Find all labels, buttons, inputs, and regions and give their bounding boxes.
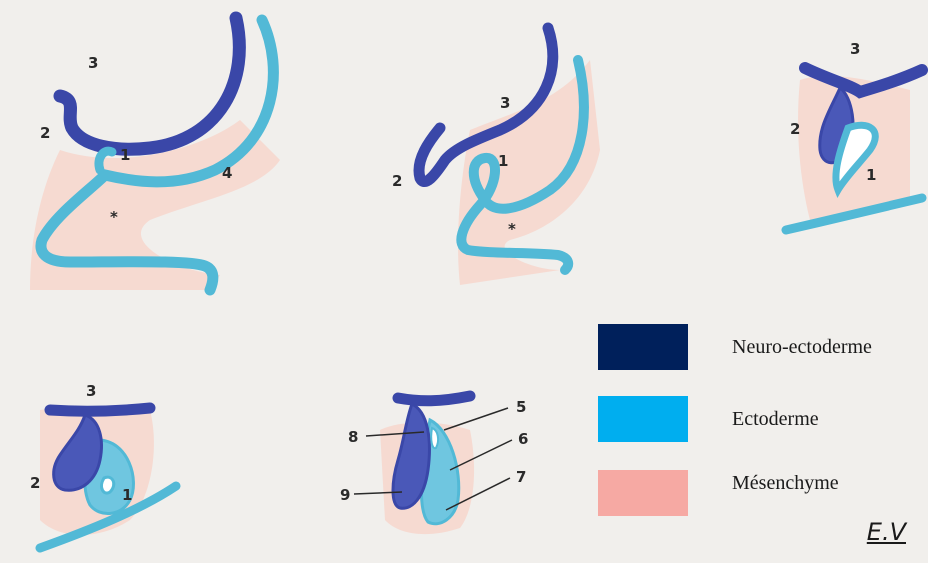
diagram-4-label-3: 3 bbox=[86, 382, 96, 400]
diagram-3: 3 2 1 bbox=[786, 40, 922, 230]
diagram-4-label-1: 1 bbox=[122, 486, 132, 504]
diagram-1-label-2: 2 bbox=[40, 124, 50, 142]
diagram-5-label-8: 8 bbox=[348, 428, 358, 446]
diagram-3-label-2: 2 bbox=[790, 120, 800, 138]
legend-label-mesenchyme: Mésenchyme bbox=[732, 472, 839, 495]
author-signature: E.V bbox=[867, 518, 906, 546]
diagram-5-leader-5 bbox=[444, 408, 508, 430]
diagram-2-label-star: * bbox=[508, 220, 516, 238]
diagram-1-label-4: 4 bbox=[222, 164, 232, 182]
diagram-4-label-2: 2 bbox=[30, 474, 40, 492]
diagram-2-label-3: 3 bbox=[500, 94, 510, 112]
diagram-5-stalk bbox=[398, 396, 470, 401]
diagram-2: 3 2 1 * bbox=[392, 28, 600, 285]
diagram-4-stalk bbox=[50, 408, 150, 411]
legend-swatch-mesenchyme bbox=[598, 470, 688, 516]
diagram-4-cleft bbox=[102, 477, 114, 493]
diagram-1-label-star: * bbox=[110, 208, 118, 226]
diagram-5: 5 8 6 7 9 bbox=[340, 396, 528, 534]
diagram-1-label-3: 3 bbox=[88, 54, 98, 72]
legend-label-ectoderme: Ectoderme bbox=[732, 408, 819, 431]
diagram-5-label-5: 5 bbox=[516, 398, 526, 416]
diagram-3-label-1: 1 bbox=[866, 166, 876, 184]
diagram-1-label-1: 1 bbox=[120, 146, 130, 164]
legend-label-neuro-ectoderme: Neuro-ectoderme bbox=[732, 336, 872, 359]
diagram-5-label-6: 6 bbox=[518, 430, 528, 448]
diagram-5-cleft bbox=[431, 428, 438, 448]
diagram-5-label-7: 7 bbox=[516, 468, 526, 486]
diagram-4: 3 2 1 bbox=[30, 382, 176, 548]
diagram-5-label-9: 9 bbox=[340, 486, 350, 504]
legend-swatch-neuro-ectoderme bbox=[598, 324, 688, 370]
diagram-2-label-1: 1 bbox=[498, 152, 508, 170]
diagram-3-label-3: 3 bbox=[850, 40, 860, 58]
diagram-2-label-2: 2 bbox=[392, 172, 402, 190]
diagram-1-neuroectoderm bbox=[60, 18, 239, 149]
diagram-1: 3 2 1 4 * bbox=[30, 18, 280, 290]
legend-swatch-ectoderme bbox=[598, 396, 688, 442]
